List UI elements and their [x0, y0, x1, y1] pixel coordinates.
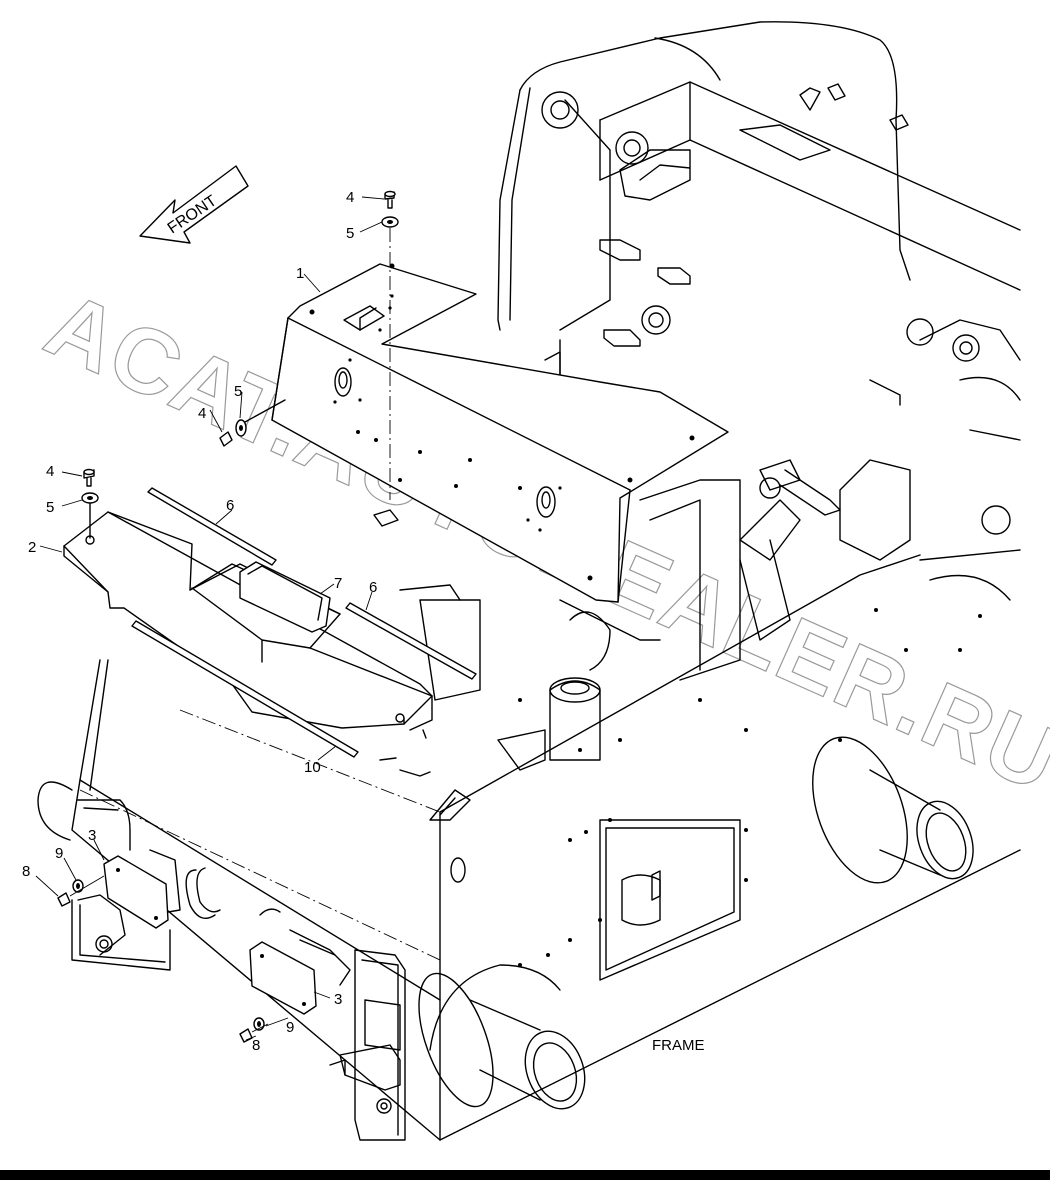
callout-1: 1	[296, 265, 304, 282]
seal-strips	[131, 487, 477, 758]
callout-numbers: 4 5 1 5 4 4 5 6 2 7 6 10 3 9 8 3 9 8	[22, 189, 377, 1054]
callout-10: 10	[304, 759, 321, 776]
axle-tube-rear-right	[812, 736, 974, 884]
fastener-bolt-4-left	[83, 468, 95, 487]
callout-5: 5	[346, 225, 354, 242]
callout-5: 5	[234, 383, 242, 400]
fastener-bolt-4-mid	[219, 419, 247, 447]
callout-8: 8	[22, 863, 30, 880]
rear-side-plate	[329, 949, 406, 1141]
callout-6: 6	[369, 579, 377, 596]
rear-upright	[497, 21, 1021, 601]
axle-tube-front-right	[418, 964, 586, 1110]
callout-leaders	[35, 196, 385, 1041]
fastener-bolt-4-top	[384, 190, 396, 209]
callout-7: 7	[334, 575, 342, 592]
access-cover-part-3-left	[103, 855, 169, 929]
callout-8: 8	[252, 1037, 260, 1054]
callout-4: 4	[198, 405, 206, 422]
callout-6: 6	[226, 497, 234, 514]
interior-components	[399, 459, 911, 771]
access-cover-part-3-right	[249, 941, 317, 1015]
front-direction-arrow: FRONT	[139, 165, 249, 244]
callout-3: 3	[334, 991, 342, 1008]
cover-plate-part-2	[63, 511, 433, 739]
callout-4: 4	[46, 463, 54, 480]
callout-9: 9	[55, 845, 63, 862]
frame-label: FRAME	[652, 1037, 705, 1054]
cover-plate-part-1	[271, 263, 729, 603]
bolt-8-and-washer-9-left	[57, 875, 105, 907]
callout-4: 4	[346, 189, 354, 206]
callout-5: 5	[46, 499, 54, 516]
bottom-border-bar	[0, 1170, 1050, 1180]
callout-2: 2	[28, 539, 36, 556]
callout-9: 9	[286, 1019, 294, 1036]
leader-bolt-mid	[244, 399, 286, 423]
front-axle-housing-left	[37, 781, 351, 986]
washer-5-left	[81, 492, 99, 539]
callout-3: 3	[88, 827, 96, 844]
washer-5-top	[381, 216, 399, 228]
main-frame-body	[71, 554, 1021, 1141]
